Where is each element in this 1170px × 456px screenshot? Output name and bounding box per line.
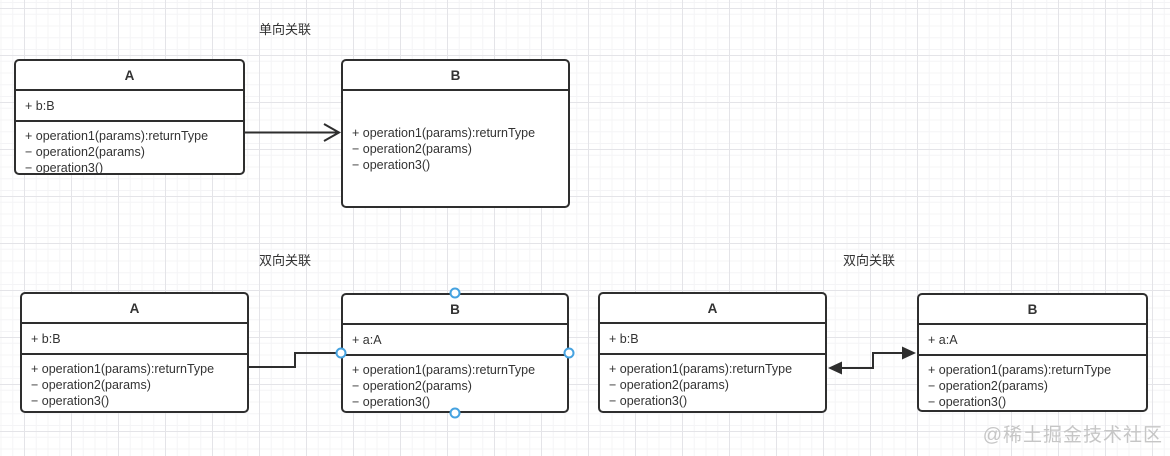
class-operations: + operation1(params):returnType − operat…	[22, 355, 247, 411]
class-attribute: + a:A	[919, 325, 1146, 356]
operation-text: − operation2(params)	[352, 379, 472, 393]
arrowhead-right	[902, 346, 916, 360]
class-title: A	[16, 61, 243, 91]
operation-text: − operation3()	[352, 157, 431, 172]
operation-text: − operation2(params)	[31, 378, 151, 392]
operation-text: − operation3()	[25, 161, 104, 173]
operation-text: + operation1(params):returnType	[928, 363, 1112, 377]
arrowhead-left	[828, 361, 842, 375]
label-bidirectional-association-right[interactable]: 双向关联	[843, 253, 896, 268]
operation-text: − operation2(params)	[609, 378, 729, 392]
class-attribute: + a:A	[343, 325, 567, 356]
operation-text: + operation1(params):returnType	[31, 362, 215, 376]
class-title: B	[343, 61, 568, 91]
operation-text: + operation1(params):returnType	[609, 362, 793, 376]
class-attribute: + b:B	[22, 324, 247, 355]
class-box-b-bottom-middle[interactable]: B + a:A + operation1(params):returnType …	[341, 293, 569, 413]
connector-bidirectional-plain[interactable]	[249, 352, 337, 368]
operation-text: − operation2(params)	[352, 141, 472, 156]
class-attribute: + b:B	[16, 91, 243, 122]
operation-text: + operation1(params):returnType	[352, 363, 536, 377]
operation-text: − operation2(params)	[928, 379, 1048, 393]
class-attribute: + b:B	[600, 324, 825, 355]
connector-bidirectional-double-arrow[interactable]	[828, 346, 916, 375]
operation-text: − operation2(params)	[25, 145, 145, 159]
operation-text: − operation3()	[31, 394, 110, 408]
label-bidirectional-association-left[interactable]: 双向关联	[259, 253, 312, 268]
operation-text: + operation1(params):returnType	[25, 129, 209, 143]
class-box-b-top[interactable]: B + operation1(params):returnType − oper…	[341, 59, 570, 208]
class-box-b-bottom-right[interactable]: B + a:A + operation1(params):returnType …	[917, 293, 1148, 412]
class-operations: + operation1(params):returnType − operat…	[343, 356, 567, 411]
operation-text: − operation3()	[928, 395, 1007, 409]
operation-text: − operation3()	[609, 394, 688, 408]
class-title: A	[22, 294, 247, 324]
class-box-a-top[interactable]: A + b:B + operation1(params):returnType …	[14, 59, 245, 175]
class-operations: + operation1(params):returnType − operat…	[16, 122, 243, 173]
class-title: A	[600, 294, 825, 324]
class-box-a-bottom-left[interactable]: A + b:B + operation1(params):returnType …	[20, 292, 249, 413]
class-operations: + operation1(params):returnType − operat…	[343, 91, 568, 206]
class-title: B	[343, 295, 567, 325]
connector-unidirectional-arrow[interactable]	[245, 123, 342, 142]
operation-text: + operation1(params):returnType	[352, 125, 536, 140]
class-operations: + operation1(params):returnType − operat…	[600, 355, 825, 411]
class-box-a-bottom-right[interactable]: A + b:B + operation1(params):returnType …	[598, 292, 827, 413]
class-title: B	[919, 295, 1146, 325]
watermark-text: @稀土掘金技术社区	[982, 425, 1163, 446]
operation-text: − operation3()	[352, 395, 431, 409]
label-unidirectional-association[interactable]: 单向关联	[259, 22, 312, 37]
class-operations: + operation1(params):returnType − operat…	[919, 356, 1146, 410]
